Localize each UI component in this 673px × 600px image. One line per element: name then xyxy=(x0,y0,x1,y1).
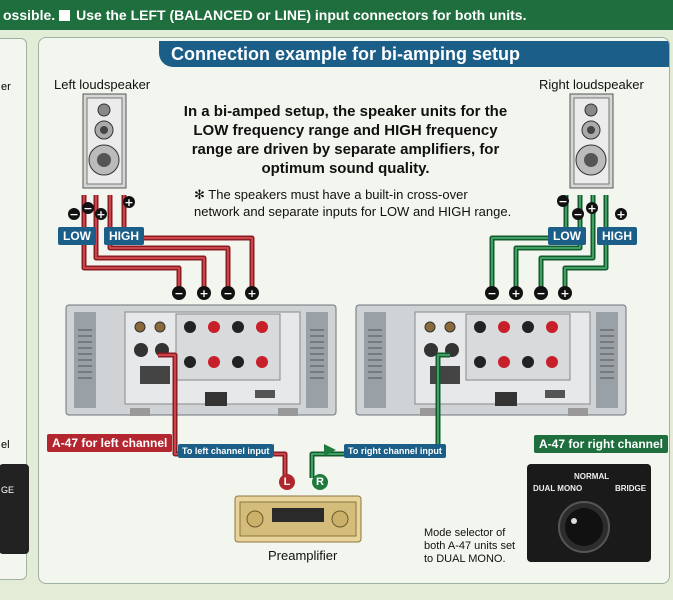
normal-label: NORMAL xyxy=(574,472,610,481)
left-amp-tag: A-47 for left channel xyxy=(47,434,173,452)
mode-caption-line-1: Mode selector of xyxy=(424,527,506,539)
crossover-note: ✻ The speakers must have a built-in cros… xyxy=(194,187,512,219)
mode-caption-line-2: both A-47 units set xyxy=(424,540,516,552)
section-title: Connection example for bi-amping setup xyxy=(159,41,669,67)
svg-text:−: − xyxy=(536,287,545,300)
preamplifier-icon xyxy=(234,495,362,543)
mode-caption: Mode selector of both A-47 units set to … xyxy=(424,527,515,566)
bridge-label: BRIDGE xyxy=(615,484,647,493)
svg-text:+: + xyxy=(511,287,520,300)
fragment-1: er xyxy=(1,81,11,93)
mode-caption-line-3: to DUAL MONO. xyxy=(424,553,506,565)
right-amplifier-rear xyxy=(355,304,627,416)
svg-text:−: − xyxy=(69,208,78,221)
left-loudspeaker-label: Left loudspeaker xyxy=(54,77,151,92)
right-loudspeaker-label: Right loudspeaker xyxy=(539,77,644,92)
right-amp-tag: A-47 for right channel xyxy=(534,435,669,453)
svg-text:+: + xyxy=(616,208,625,221)
svg-text:−: − xyxy=(223,287,232,300)
svg-text:−: − xyxy=(174,287,183,300)
svg-text:−: − xyxy=(573,208,582,221)
previous-panel: er el GE xyxy=(0,38,29,580)
svg-text:+: + xyxy=(560,287,569,300)
left-high-tag: HIGH xyxy=(104,227,144,245)
svg-text:+: + xyxy=(96,208,105,221)
svg-text:+: + xyxy=(587,202,596,215)
intro-paragraph: In a bi-amped setup, the speaker units f… xyxy=(183,103,508,177)
dual-mono-label: DUAL MONO xyxy=(533,484,583,493)
left-low-tag: LOW xyxy=(58,227,96,245)
right-low-tag: LOW xyxy=(548,227,586,245)
left-amplifier-rear xyxy=(65,304,337,416)
svg-text:+: + xyxy=(124,196,133,209)
svg-text:+: + xyxy=(199,287,208,300)
right-arrow-icon xyxy=(324,444,336,456)
left-speaker-icon xyxy=(82,93,127,189)
fragment-3: GE xyxy=(1,485,15,495)
knob-thumbnail xyxy=(0,464,29,554)
mode-selector-knob-icon xyxy=(527,464,651,562)
fragment-2: el xyxy=(1,439,10,451)
bullet-square-icon xyxy=(59,10,71,21)
left-input-tag: To left channel input xyxy=(178,444,274,458)
svg-text:+: + xyxy=(247,287,256,300)
svg-text:−: − xyxy=(83,202,92,215)
preamplifier-label: Preamplifier xyxy=(268,548,338,563)
svg-text:−: − xyxy=(558,195,567,208)
left-channel-mark: L xyxy=(279,474,295,490)
banner-fragment: ossible. xyxy=(3,7,56,23)
right-channel-mark: R xyxy=(312,474,328,490)
top-banner: ossible. Use the LEFT (BALANCED or LINE) … xyxy=(0,0,673,30)
right-high-tag: HIGH xyxy=(597,227,637,245)
right-speaker-icon xyxy=(569,93,614,189)
banner-instruction: Use the LEFT (BALANCED or LINE) input co… xyxy=(76,7,527,23)
right-input-tag: To right channel input xyxy=(344,444,446,458)
svg-text:−: − xyxy=(487,287,496,300)
